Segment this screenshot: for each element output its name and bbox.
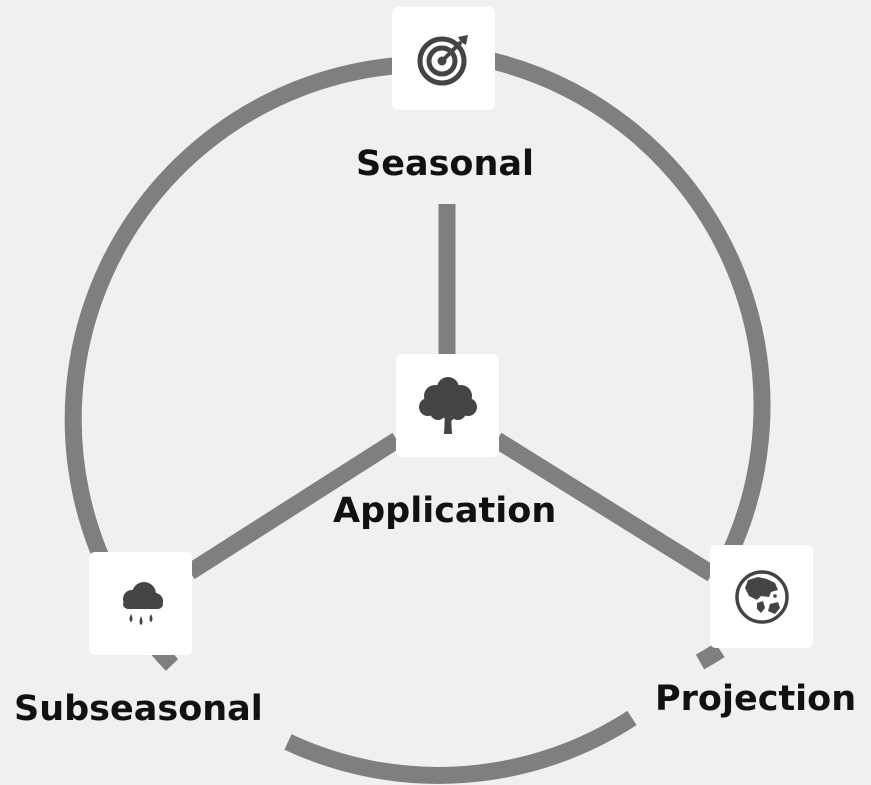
projection-node[interactable] — [710, 545, 813, 648]
spoke-right — [492, 432, 717, 582]
ring-arc-bottom — [284, 710, 637, 784]
ring-arc-right-lower — [695, 642, 725, 670]
tree-icon — [418, 376, 477, 434]
rain-cloud-icon — [122, 581, 163, 625]
application-label: Application — [333, 491, 557, 531]
seasonal-node[interactable] — [392, 7, 495, 110]
ring-arc-top-right — [490, 52, 771, 578]
target-icon — [417, 34, 468, 85]
projection-label: Projection — [655, 679, 857, 719]
globe-icon — [734, 569, 789, 624]
spoke-left — [185, 432, 402, 580]
application-node[interactable] — [396, 354, 499, 457]
subseasonal-label: Subseasonal — [14, 689, 263, 729]
seasonal-label: Seasonal — [356, 144, 534, 184]
subseasonal-node[interactable] — [89, 552, 192, 655]
